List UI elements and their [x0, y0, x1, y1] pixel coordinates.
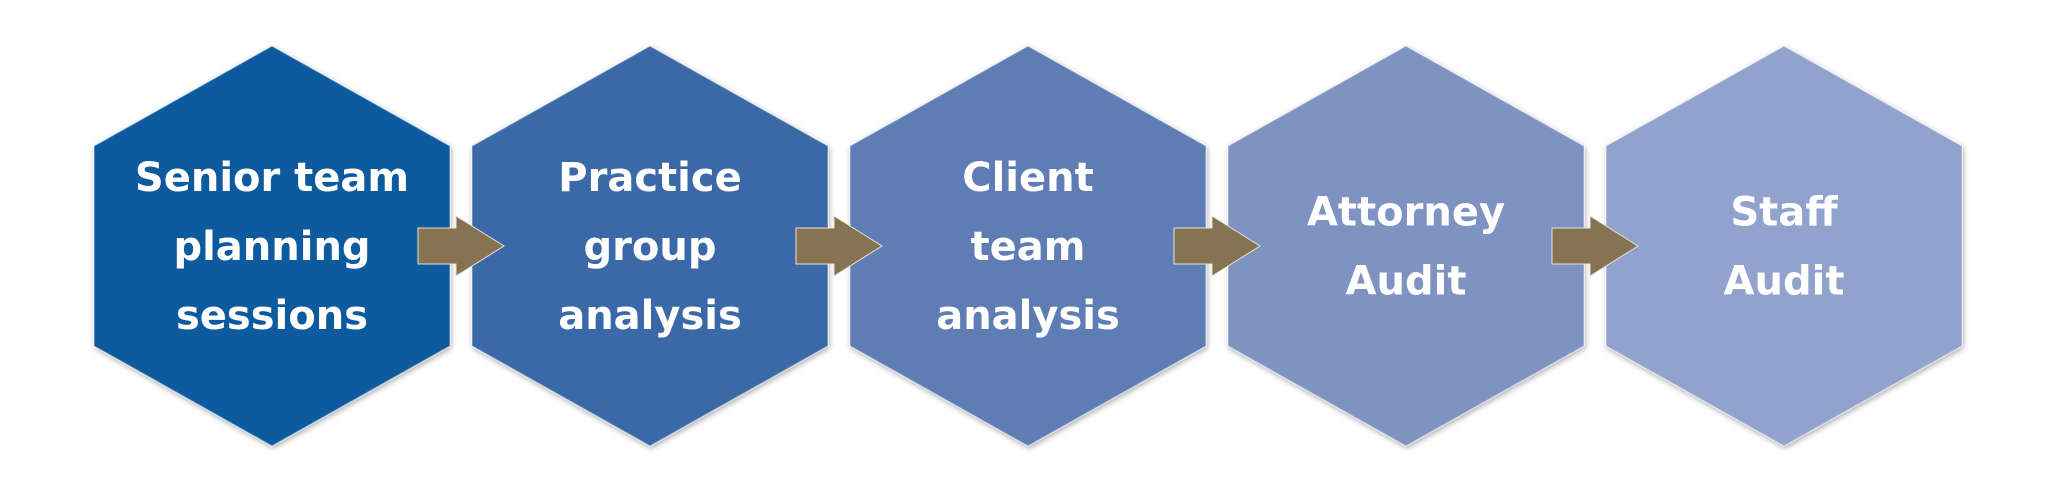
step-label-line: analysis: [936, 293, 1120, 339]
step-label-line: Senior team: [135, 155, 409, 201]
process-step-3: Client team analysis: [849, 45, 1207, 447]
step-hexagon: [849, 45, 1207, 447]
flow-arrow-icon: [795, 215, 883, 277]
process-step-2: Practice group analysis: [471, 45, 829, 447]
step-hexagon: [1605, 45, 1963, 447]
step-label-line: planning: [173, 224, 370, 270]
step-label-line: Staff: [1730, 190, 1838, 236]
flow-arrow-icon: [1551, 215, 1639, 277]
step-label-line: Client: [962, 155, 1094, 201]
process-step-1: Senior team planning sessions: [93, 45, 451, 447]
step-label-line: team: [971, 224, 1086, 270]
step-hexagon: [1227, 45, 1585, 447]
step-label-line: Attorney: [1307, 190, 1505, 236]
step-label-line: Practice: [558, 155, 741, 201]
step-label-line: group: [584, 224, 717, 270]
step-label-line: sessions: [176, 293, 368, 339]
flow-arrow-icon: [1173, 215, 1261, 277]
step-label-line: Audit: [1724, 259, 1845, 305]
step-label-line: Audit: [1346, 259, 1467, 305]
flow-arrow-icon: [417, 215, 505, 277]
step-label-line: analysis: [558, 293, 742, 339]
step-hexagon: [93, 45, 451, 447]
step-hexagon: [471, 45, 829, 447]
